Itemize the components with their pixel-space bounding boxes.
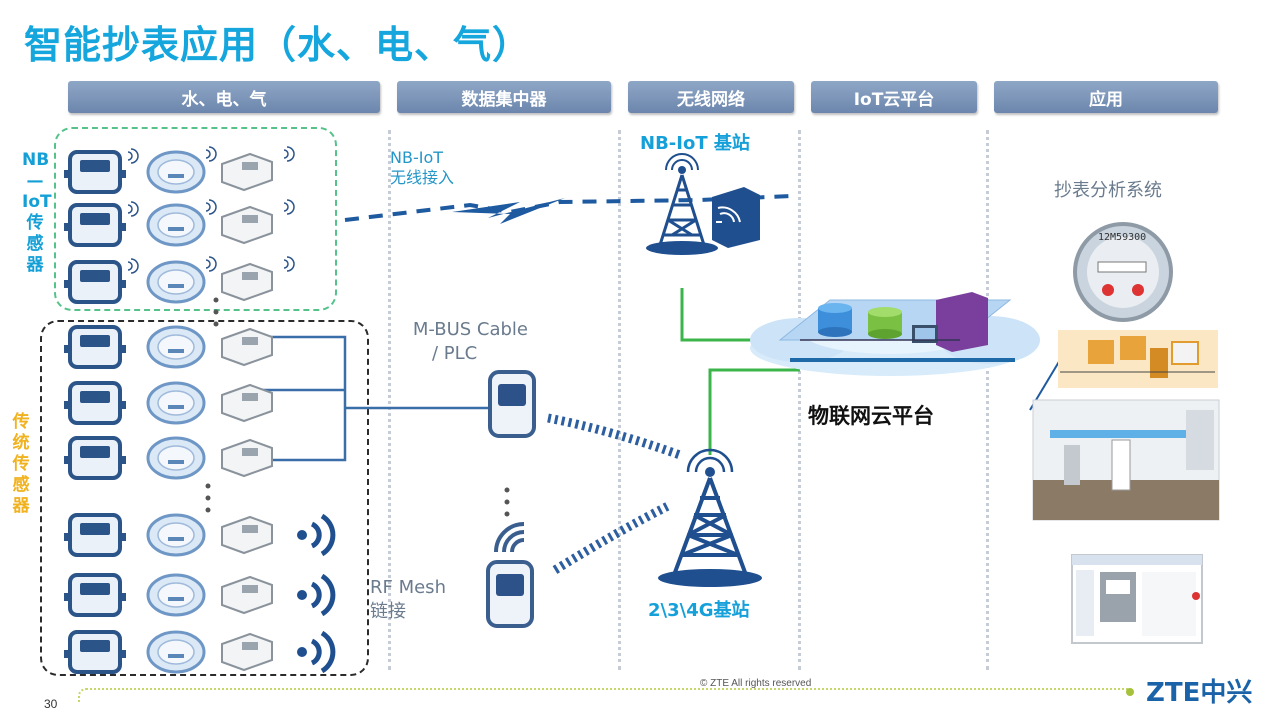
wireless-signal-icon [297,573,336,617]
nb-iot-sensor-group [54,127,337,311]
green-link-cell-station [708,368,800,455]
meter-row [64,325,273,369]
mbus-wiring [262,335,347,462]
electric-meter-icon [221,262,273,302]
water-meter-icon [146,381,206,425]
electric-meter-icon [221,327,273,367]
gas-meter-icon [64,381,126,425]
nb-iot-access-line1: NB-IoT [390,148,443,167]
nb-iot-access-label: NB-IoT 无线接入 [390,148,454,188]
column-divider [986,130,989,670]
water-meter-icon [146,436,206,480]
column-header-meters: 水、电、气 [68,81,380,113]
server-icon [712,187,760,248]
water-meter-icon [146,513,206,557]
cellular-station-label: 2\3\4G基站 [648,600,750,621]
electric-meter-icon [221,205,273,245]
meter-row [64,256,295,304]
page-number: 30 [44,697,58,711]
building-scene-icon [1032,399,1220,521]
concentrator-icon [486,522,534,628]
database-icon [868,307,902,339]
rf-mesh-line2: 链接 [370,601,406,622]
copyright: © ZTE All rights reserved [700,678,812,689]
wireless-signal-icon [127,256,295,274]
meter-analysis-label: 抄表分析系统 [1054,180,1162,201]
water-meter-icon [146,325,206,369]
column-header-application: 应用 [994,81,1218,113]
wireless-signal-link [552,500,673,574]
meter-row [64,573,336,617]
column-header-concentrator: 数据集中器 [397,81,611,113]
gas-meter-icon [64,203,126,247]
gas-meter-icon [64,573,126,617]
traditional-sensor-group [40,320,369,676]
footer-dot [1126,688,1134,696]
cell-tower-icon [646,153,718,255]
wireless-signal-icon [127,146,295,164]
footer-line [78,688,1130,702]
electric-meter-icon [221,632,273,672]
meter-number: 12M59300 [1098,232,1147,243]
rf-mesh-label: RF Mesh 链接 [370,576,446,624]
column-divider [798,130,801,670]
gas-meter-icon [64,260,126,304]
mbus-line1: M-BUS Cable [412,319,528,340]
analysis-software-screenshot [1071,554,1203,644]
electric-meter-icon [221,515,273,555]
meter-row [64,630,336,674]
nb-iot-access-line2: 无线接入 [390,168,455,187]
meter-row [64,199,295,247]
electric-meter-icon [221,152,273,192]
gas-meter-icon [64,150,126,194]
water-meter-icon [146,150,206,194]
meter-row [64,513,336,557]
rf-mesh-line1: RF Mesh [370,577,446,598]
gas-meter-icon [64,436,126,480]
mbus-line2: / PLC [432,343,478,364]
water-meter-icon [1073,222,1173,322]
electric-meter-icon [221,438,273,478]
water-meter-icon [146,573,206,617]
column-header-iot-cloud: IoT云平台 [811,81,977,113]
water-meter-icon [146,203,206,247]
cell-tower-icon [658,448,762,587]
wireless-signal-icon [297,513,336,557]
wireless-signal-icon [127,199,295,217]
cloud-platform-label: 物联网云平台 [808,404,934,428]
concentrator-icon [488,370,536,438]
column-divider [388,130,391,670]
server-icon [912,292,988,352]
database-icon [1058,330,1218,388]
water-meter-icon [146,630,206,674]
column-divider [618,130,621,670]
water-meter-icon [146,260,206,304]
meter-row [64,436,273,480]
database-icon [818,303,852,337]
nb-iot-sensor-label: NB—IoT传感器 [22,150,52,275]
mbus-label: M-BUS Cable / PLC [392,318,528,366]
column-header-wireless: 无线网络 [628,81,794,113]
page-title: 智能抄表应用（水、电、气） [24,23,532,67]
wireless-signal-icon [297,630,336,674]
gas-meter-icon [64,325,126,369]
nb-iot-station-label: NB-IoT 基站 [640,133,750,154]
electric-meter-icon [221,383,273,423]
gas-meter-icon [64,630,126,674]
gas-meter-icon [64,513,126,557]
wireless-signal-link [547,413,682,460]
lightning-icon [452,198,565,224]
zte-logo: ZTE中兴 [1146,678,1253,708]
electric-meter-icon [221,575,273,615]
meter-row [64,146,295,194]
meter-row [64,381,273,425]
traditional-sensor-label: 传统传感器 [12,412,30,516]
